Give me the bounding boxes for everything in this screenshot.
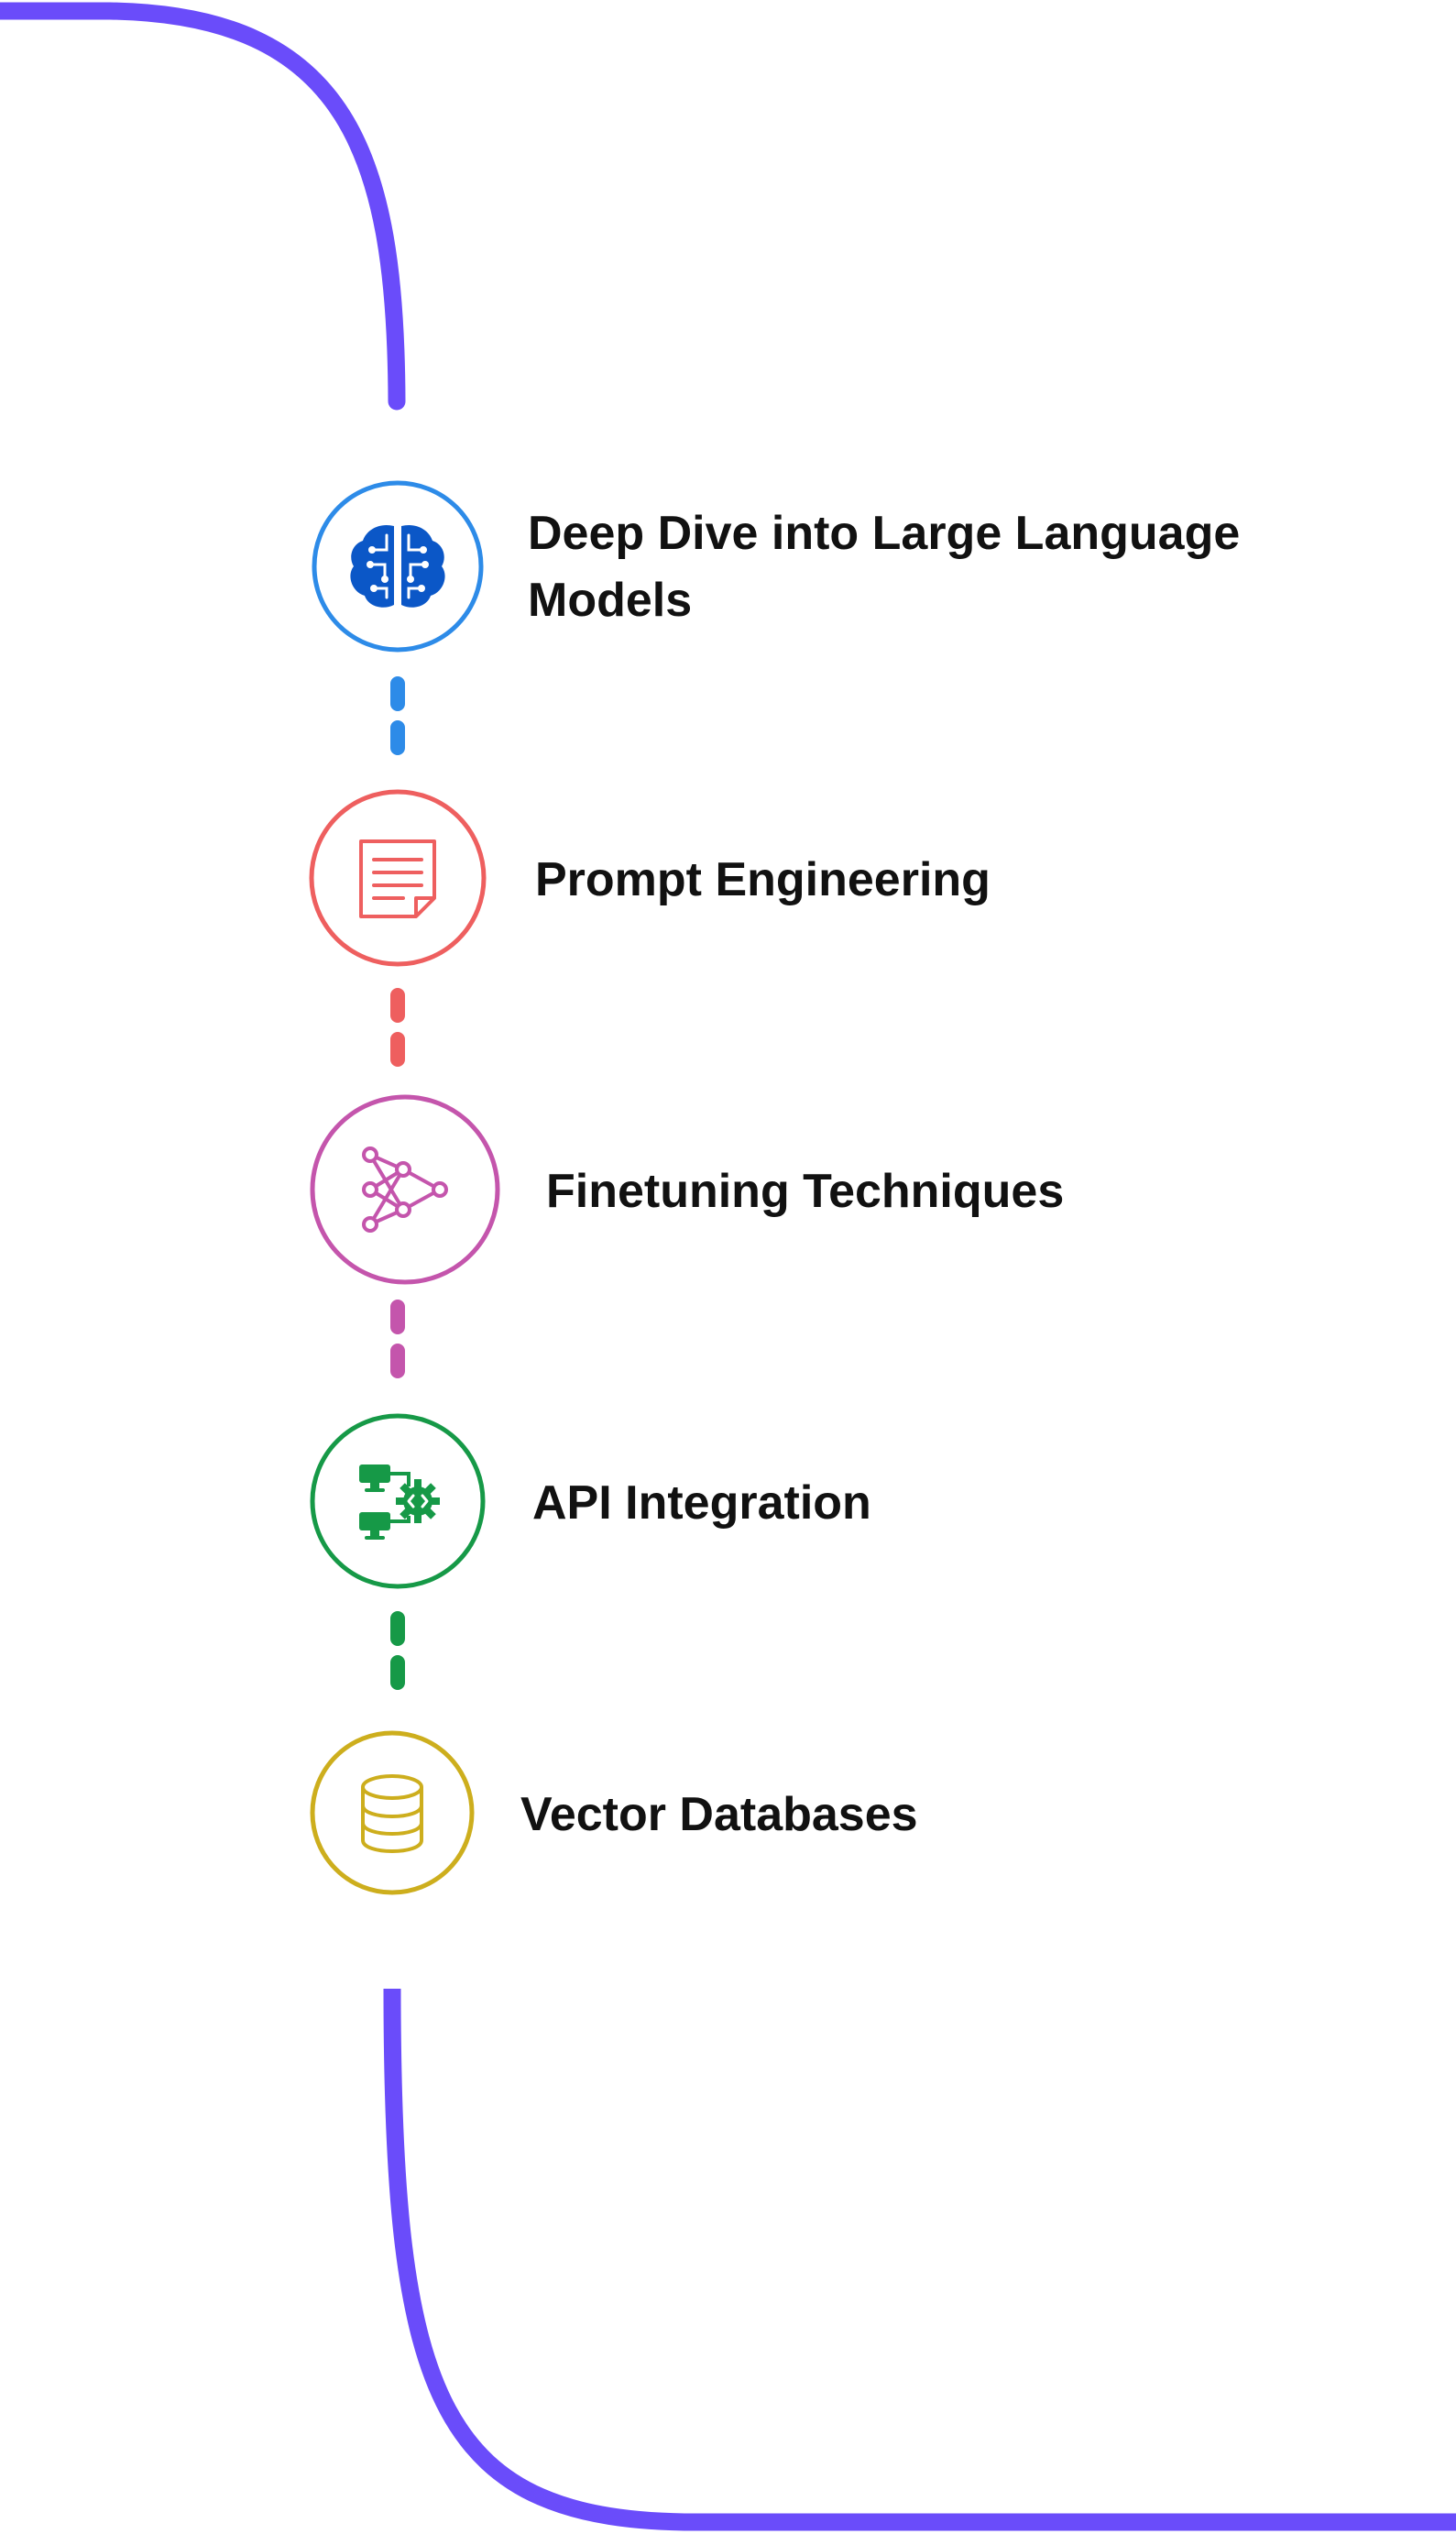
step-node-5 — [310, 1730, 475, 1895]
note-icon — [359, 839, 436, 918]
timeline-top-curve — [0, 2, 406, 411]
step-label-1: Deep Dive into Large Language Models — [528, 507, 1241, 627]
database-icon — [361, 1774, 423, 1853]
step-label-4: API Integration — [532, 1476, 871, 1530]
step-node-2 — [309, 789, 487, 967]
step-node-3 — [310, 1094, 500, 1285]
step-circle-1 — [312, 480, 484, 653]
step-circle-2 — [309, 789, 487, 967]
brain-circuit-icon — [350, 524, 445, 608]
api-integration-icon — [359, 1464, 440, 1540]
neural-network-icon — [362, 1146, 448, 1233]
step-label-3: Finetuning Techniques — [546, 1165, 1065, 1218]
step-node-1 — [312, 480, 484, 653]
timeline-bottom-curve — [383, 1988, 1456, 2531]
step-label-5: Vector Databases — [520, 1788, 918, 1841]
step-circle-3 — [310, 1094, 500, 1285]
step-node-4 — [310, 1413, 486, 1589]
step-circle-5 — [310, 1730, 475, 1895]
step-label-2: Prompt Engineering — [535, 853, 991, 906]
